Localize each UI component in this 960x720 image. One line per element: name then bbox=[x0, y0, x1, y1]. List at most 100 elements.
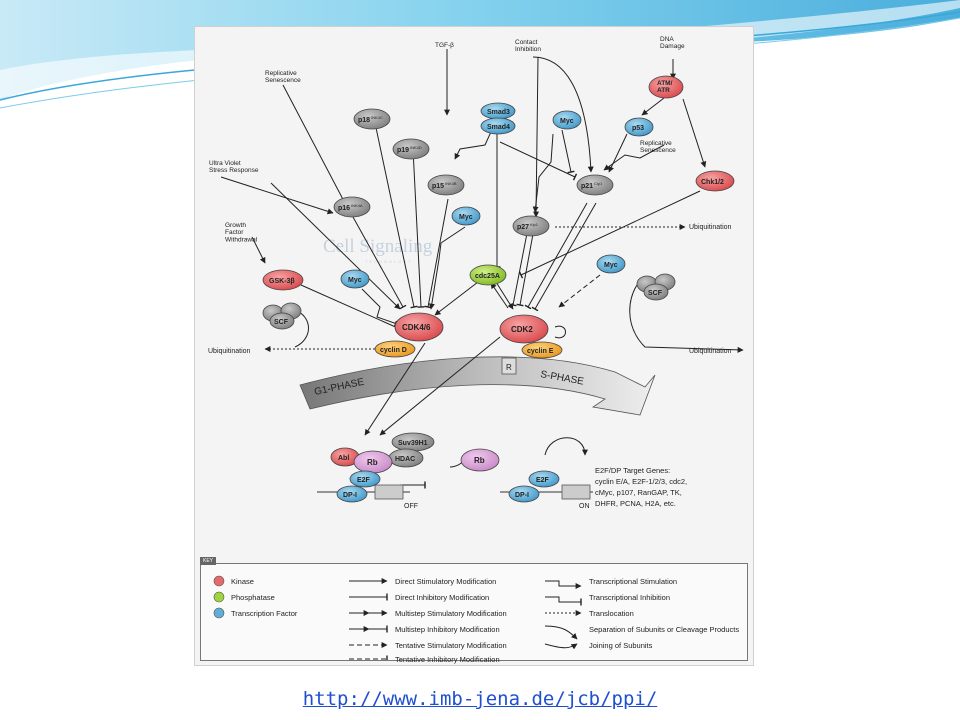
atm-label: ATM/ATR bbox=[657, 80, 673, 94]
chk12-label: Chk1/2 bbox=[701, 179, 724, 186]
rb-label-bound: Rb bbox=[367, 458, 378, 467]
legend-separation: Separation of Subunits or Cleavage Produ… bbox=[589, 625, 740, 634]
legend-translocation: Translocation bbox=[589, 609, 634, 618]
atm-atr-node: ATM/ATR bbox=[648, 75, 684, 99]
myc-label-2: Myc bbox=[459, 214, 473, 221]
cdk2-label: CDK2 bbox=[511, 325, 533, 334]
cyclin-d-node: cyclin D bbox=[374, 340, 416, 358]
ubiquitination-label-right-2: Ubiquitination bbox=[689, 348, 732, 355]
smad3-label: Smad3 bbox=[487, 109, 510, 116]
cyclin-e-label: cyclin E bbox=[527, 348, 554, 355]
myc-label-4: Myc bbox=[604, 262, 618, 269]
key-tag: KEY bbox=[200, 557, 217, 565]
chk12-node: Chk1/2 bbox=[695, 170, 735, 192]
ubiquitination-label-left: Ubiquitination bbox=[208, 348, 251, 355]
tgf-beta-input: TGF-β bbox=[435, 42, 454, 49]
target-genes-text: E2F/DP Target Genes: cyclin E/A, E2F-1/2… bbox=[595, 466, 687, 508]
abl-label: Abl bbox=[338, 455, 349, 462]
p19-node: p19 INK4D bbox=[392, 138, 430, 160]
cdk46-node: CDK4/6 bbox=[394, 312, 444, 342]
p53-label: p53 bbox=[632, 125, 644, 132]
p19-label: p19 bbox=[397, 147, 409, 154]
p18-node: p18 INK4C bbox=[353, 108, 391, 130]
p19-superscript: INK4D bbox=[410, 145, 422, 150]
restriction-point-box bbox=[501, 357, 517, 375]
phosphatase-icon bbox=[213, 591, 225, 603]
p27-label: p27 bbox=[517, 224, 529, 231]
legend-joining: Joining of Subunits bbox=[589, 641, 653, 650]
watermark-subtext: TECHNOLOGY bbox=[365, 259, 413, 264]
suv39h1-label: Suv39H1 bbox=[398, 440, 428, 447]
kinase-icon bbox=[213, 575, 225, 587]
suv39h1-node: Suv39H1 bbox=[391, 432, 435, 452]
legend-direct-stimulatory: Direct Stimulatory Modification bbox=[395, 577, 497, 586]
scf-label-right: SCF bbox=[648, 290, 663, 297]
p15-label: p15 bbox=[432, 183, 444, 190]
joining-icon bbox=[544, 643, 578, 650]
cyclin-e-node: cyclin E bbox=[521, 341, 563, 359]
p15-superscript: INK4B bbox=[445, 181, 457, 186]
p16-label: p16 bbox=[338, 205, 350, 212]
scf-label-left: SCF bbox=[274, 319, 289, 326]
p16-node: p16 INK4A bbox=[333, 196, 371, 218]
transcription-factor-icon bbox=[213, 607, 225, 619]
restriction-point-label: R bbox=[506, 363, 512, 372]
pathway-figure: Cell Signaling TECHNOLOGY R G1-PHASE S-P… bbox=[194, 26, 754, 666]
watermark: Cell Signaling TECHNOLOGY bbox=[323, 236, 433, 264]
p53-node: p53 bbox=[624, 117, 654, 137]
legend-kinase: Kinase bbox=[231, 577, 254, 586]
legend-direct-inhibitory: Direct Inhibitory Modification bbox=[395, 593, 490, 602]
cell-cycle-diagram: Cell Signaling TECHNOLOGY R G1-PHASE S-P… bbox=[208, 36, 744, 510]
legend-transcriptional-stimulation: Transcriptional Stimulation bbox=[589, 577, 678, 586]
watermark-text: Cell Signaling bbox=[323, 236, 433, 257]
p16-superscript: INK4A bbox=[351, 203, 363, 208]
cell-cycle-phase-arrow: R G1-PHASE S-PHASE bbox=[299, 356, 656, 416]
hdac-label: HDAC bbox=[395, 456, 415, 463]
gsk3b-node: GSK-3β bbox=[262, 269, 304, 291]
legend-key: KEY Kinase Phosphatase bbox=[200, 557, 748, 664]
e2f-node-on: E2F bbox=[528, 470, 560, 488]
target-genes-line-2: cyclin E/A, E2F-1/2/3, cdc2, bbox=[595, 477, 687, 486]
legend-symbols bbox=[213, 575, 582, 660]
target-genes-line-3: cMyc, p107, RanGAP, TK, bbox=[595, 488, 682, 497]
myc-node-2: Myc bbox=[451, 206, 481, 226]
cdk2-node: CDK2 bbox=[499, 314, 549, 344]
hdac-node: HDAC bbox=[388, 448, 424, 468]
e2f-label-off: E2F bbox=[357, 477, 371, 484]
myc-label-1: Myc bbox=[560, 118, 574, 125]
transcriptional-stimulation-icon bbox=[545, 580, 582, 589]
p21-label: p21 bbox=[581, 183, 593, 190]
p18-superscript: INK4C bbox=[371, 115, 383, 120]
dpi-node-on: DP-I bbox=[508, 485, 540, 503]
legend-multistep-stimulatory: Multistep Stimulatory Modification bbox=[395, 609, 507, 618]
p18-label: p18 bbox=[358, 117, 370, 124]
pathway-connections bbox=[220, 49, 744, 489]
rb-node-free: Rb bbox=[460, 448, 500, 472]
dpi-label-on: DP-I bbox=[515, 492, 529, 499]
myc-node-3: Myc bbox=[340, 269, 370, 289]
dpi-node-off: DP-I bbox=[336, 485, 368, 503]
myc-node-1: Myc bbox=[552, 110, 582, 130]
legend-transcriptional-inhibition: Transcriptional Inhibition bbox=[589, 593, 671, 602]
legend-transcription-factor: Transcription Factor bbox=[231, 609, 298, 618]
rb-node-bound: Rb bbox=[353, 450, 393, 474]
smad3-node: Smad3 bbox=[480, 102, 516, 120]
legend-tentative-inhibitory: Tentative Inhibitory Modification bbox=[395, 655, 500, 664]
e2f-node-off: E2F bbox=[349, 470, 381, 488]
dpi-label-off: DP-I bbox=[343, 492, 357, 499]
p27-node: p27 Kip1 bbox=[512, 215, 550, 237]
target-genes-line-4: DHFR, PCNA, H2A, etc. bbox=[595, 499, 676, 508]
source-url-link[interactable]: http://www.imb-jena.de/jcb/ppi/ bbox=[302, 688, 658, 710]
gsk3b-label: GSK-3β bbox=[269, 278, 295, 285]
p21-node: p21 Cip1 bbox=[576, 174, 614, 196]
p21-superscript: Cip1 bbox=[594, 181, 603, 186]
scf-node-right: SCF bbox=[636, 273, 676, 301]
p27-superscript: Kip1 bbox=[530, 222, 539, 227]
